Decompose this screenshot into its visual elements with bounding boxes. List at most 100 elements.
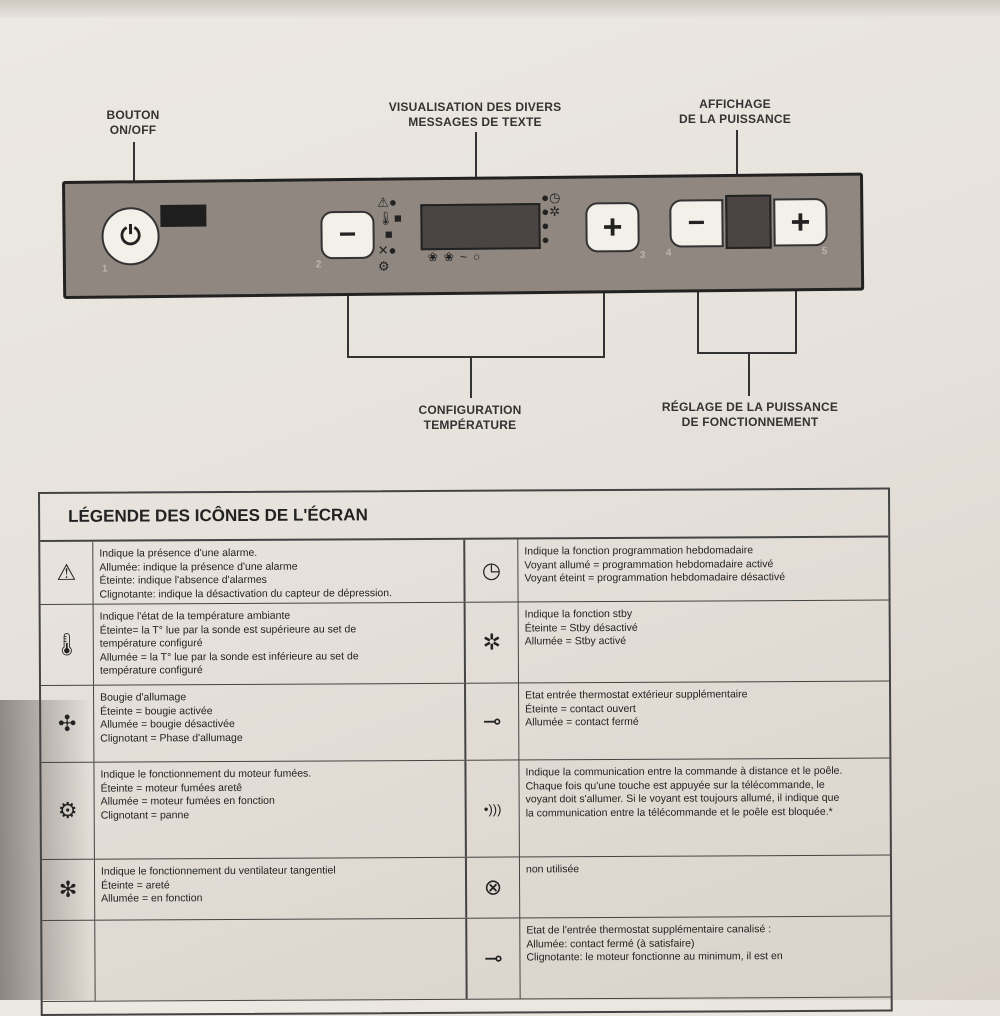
remote-signal-icon: ● xyxy=(541,217,550,233)
caption-line: AFFICHAGE xyxy=(699,97,771,111)
button-number: 1 xyxy=(101,263,108,275)
legend-cell: ⊸Etat de l'entrée thermostat supplémenta… xyxy=(467,917,890,999)
legend-description: non utilisée xyxy=(520,856,890,918)
power-level-display xyxy=(725,194,772,250)
legend-line: Clignotante: le moteur fonctionne au min… xyxy=(526,950,783,964)
legend-line: Allumée = en fonction xyxy=(101,892,203,905)
leader-line xyxy=(347,356,605,358)
caption-power-display: AFFICHAGE DE LA PUISSANCE xyxy=(660,97,810,127)
legend-row: ⚠Indique la présence d'une alarme.Allumé… xyxy=(40,537,889,605)
clock-icon: ◷ xyxy=(465,539,519,602)
temp-plus-button[interactable]: + xyxy=(585,201,640,253)
alarm-triangle-icon: ⚠● xyxy=(377,194,397,210)
thermometer-icon: 🌡■ xyxy=(377,210,402,226)
legend-description: Etat entrée thermostat extérieur supplém… xyxy=(519,682,889,760)
legend-line: température configuré xyxy=(99,664,203,677)
power-button[interactable]: ⏻ xyxy=(101,206,160,266)
caption-text-display: VISUALISATION DES DIVERS MESSAGES DE TEX… xyxy=(365,100,585,130)
remote-signal-icon: •))) xyxy=(466,760,520,857)
bottom-indicator-icons: ❀❀~○ xyxy=(428,250,487,265)
leader-line xyxy=(470,356,472,398)
legend-line: voyant doit s'allumer. Si le voyant est … xyxy=(525,791,840,806)
legend-cell xyxy=(42,918,468,1001)
caption-line: RÉGLAGE DE LA PUISSANCE xyxy=(661,400,839,414)
page-top-edge xyxy=(0,0,1000,18)
legend-rows: ⚠Indique la présence d'une alarme.Allumé… xyxy=(40,537,891,1002)
channel-thermostat-icon: ⊸ xyxy=(467,918,521,999)
legend-description xyxy=(95,919,465,1001)
legend-line: Allumée = contact fermé xyxy=(525,715,639,729)
left-indicator-icons: ⚠● 🌡■ ■ ✕● ⚙ xyxy=(377,194,418,274)
legend-line: non utilisée xyxy=(525,863,580,876)
receiver-window xyxy=(160,204,207,227)
power-minus-button[interactable]: − xyxy=(669,199,724,248)
smoke-icon: ⚙ xyxy=(377,258,390,274)
caption-line: CONFIGURATION xyxy=(418,403,522,417)
legend-row: ✻Indique le fonctionnement du ventilateu… xyxy=(41,855,891,921)
text-display-screen xyxy=(420,202,541,251)
caption-power-setting: RÉGLAGE DE LA PUISSANCE DE FONCTIONNEMEN… xyxy=(640,400,860,430)
empty-icon xyxy=(42,920,96,1001)
legend-cell: ⊸Etat entrée thermostat extérieur supplé… xyxy=(466,682,889,760)
leader-line xyxy=(603,258,605,356)
legend-description: Indique la présence d'une alarme.Allumée… xyxy=(93,540,463,604)
legend-line: la communication entre la télécommande e… xyxy=(525,805,833,819)
power-plus-button[interactable]: + xyxy=(773,197,828,247)
legend-cell: ✻Indique le fonctionnement du ventilateu… xyxy=(41,857,468,920)
legend-line: Indique la communication entre la comman… xyxy=(525,764,843,779)
caption-line: DE LA PUISSANCE xyxy=(679,112,791,126)
legend-cell: •))) Indique la communication entre la co… xyxy=(466,759,889,857)
temp-minus-button[interactable]: − xyxy=(320,210,375,260)
button-number: 2 xyxy=(315,259,322,271)
caption-line: ON/OFF xyxy=(109,123,157,137)
legend-line: Clignotant = Phase d'allumage xyxy=(100,731,243,745)
legend-description: Indique l'état de la température ambiant… xyxy=(94,603,464,685)
leader-line xyxy=(133,142,135,212)
right-indicator-icons: ●◷ ●✲ ● ● xyxy=(541,189,582,247)
thermostat-switch-icon: ● xyxy=(541,231,550,247)
legend-row: 🌡Indique l'état de la température ambian… xyxy=(40,600,890,686)
legend-description: Indique le fonctionnement du moteur fumé… xyxy=(94,761,464,859)
clock-icon: ●◷ xyxy=(541,189,561,205)
caption-line: DE FONCTIONNEMENT xyxy=(681,415,819,429)
ignition-plug-icon: ✣ xyxy=(41,685,95,762)
leader-line xyxy=(347,262,349,358)
legend-title: LÉGENDE DES ICÔNES DE L'ÉCRAN xyxy=(40,489,889,542)
legend-cell: ◷Indique la fonction programmation hebdo… xyxy=(465,538,888,602)
legend-cell: ⊗ non utilisée xyxy=(466,856,890,918)
caption-on-off: BOUTON ON/OFF xyxy=(88,108,178,138)
legend-description: Etat de l'entrée thermostat supplémentai… xyxy=(520,917,890,999)
standby-icon: ●✲ xyxy=(541,203,561,219)
legend-cell: ⚙Indique le fonctionnement du moteur fum… xyxy=(41,760,467,859)
alarm-triangle-icon: ⚠ xyxy=(40,541,94,604)
leader-line xyxy=(795,256,797,354)
pump-circle-icon: ⊗ xyxy=(466,857,521,918)
caption-line: TEMPÉRATURE xyxy=(423,418,517,432)
thermometer-icon: 🌡 xyxy=(40,604,95,685)
caption-line: MESSAGES DE TEXTE xyxy=(408,115,542,129)
power-icon: ⏻ xyxy=(120,220,142,251)
legend-line: Clignotante: indique la désactivation du… xyxy=(99,586,393,601)
leader-line xyxy=(748,352,750,396)
leader-line xyxy=(736,130,738,210)
legend-cell: 🌡Indique l'état de la température ambian… xyxy=(40,602,467,685)
button-number: 4 xyxy=(665,247,672,259)
icon-legend-table: LÉGENDE DES ICÔNES DE L'ÉCRAN ⚠Indique l… xyxy=(38,487,893,1016)
caption-line: BOUTON xyxy=(106,108,160,122)
button-number: 5 xyxy=(821,245,828,258)
thermostat-switch-icon: ⊸ xyxy=(466,683,520,760)
legend-line: Clignotant = panne xyxy=(100,808,190,822)
control-panel: ⏻ 1 − 2 ⚠● 🌡■ ■ ✕● ⚙ ❀❀~○ ●◷ ●✲ ● ● + 3 … xyxy=(62,172,865,299)
legend-cell: ⚠Indique la présence d'une alarme.Allumé… xyxy=(40,539,466,604)
legend-line: Voyant éteint = programmation hebdomadai… xyxy=(524,571,786,585)
standby-icon: ✲ xyxy=(465,602,520,683)
fan-icon: ❀❀~○ xyxy=(427,249,487,265)
legend-description: Indique la fonction programmation hebdom… xyxy=(518,538,888,602)
legend-row: ⚙Indique le fonctionnement du moteur fum… xyxy=(41,758,890,860)
fan-icon: ✻ xyxy=(41,859,96,920)
